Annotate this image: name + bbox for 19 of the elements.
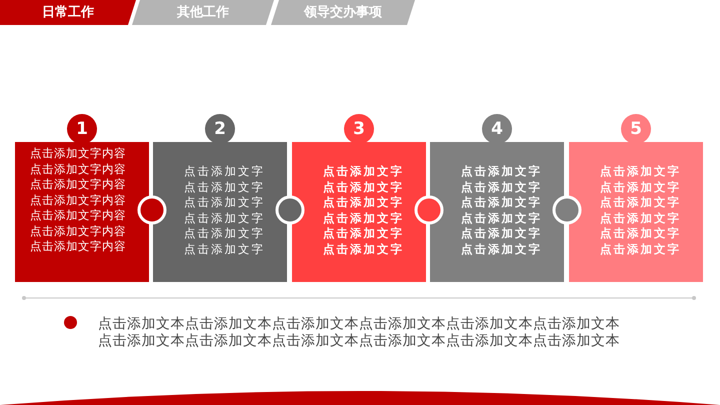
step-number: 4	[490, 119, 504, 139]
step-number: 1	[75, 119, 89, 139]
step-number: 3	[352, 119, 366, 139]
active-tab: 日常工作	[0, 0, 136, 25]
piece-text: 点击添加文字点击添加文字点击添加文字点击添加文字点击添加文字点击添加文字	[323, 164, 405, 257]
piece-text: 点击添加文字点击添加文字点击添加文字点击添加文字点击添加文字点击添加文字	[461, 164, 543, 257]
puzzle-piece	[430, 112, 564, 282]
body-text: 点击添加文本点击添加文本点击添加文本点击添加文本点击添加文本点击添加文本点击添加文本点击添加文本点击添加文本点击添加文本点击添加文本点击添加文本	[98, 316, 621, 350]
tab: 其他工作	[132, 0, 274, 25]
puzzle-piece	[569, 112, 703, 282]
step-number: 5	[629, 119, 643, 139]
puzzle-piece	[292, 112, 426, 282]
puzzle-piece	[153, 112, 287, 282]
piece-text: 点击添加文字点击添加文字点击添加文字点击添加文字点击添加文字点击添加文字	[184, 164, 266, 257]
piece-text: 点击添加文字点击添加文字点击添加文字点击添加文字点击添加文字点击添加文字	[600, 164, 682, 257]
piece-text: 点击添加文字内容点击添加文字内容点击添加文字内容点击添加文字内容点击添加文字内容点击添加文字内容点击添加文字内容	[30, 146, 127, 254]
puzzle-piece	[15, 112, 149, 282]
tab: 领导交办事项	[271, 0, 415, 25]
step-number: 2	[213, 119, 227, 139]
